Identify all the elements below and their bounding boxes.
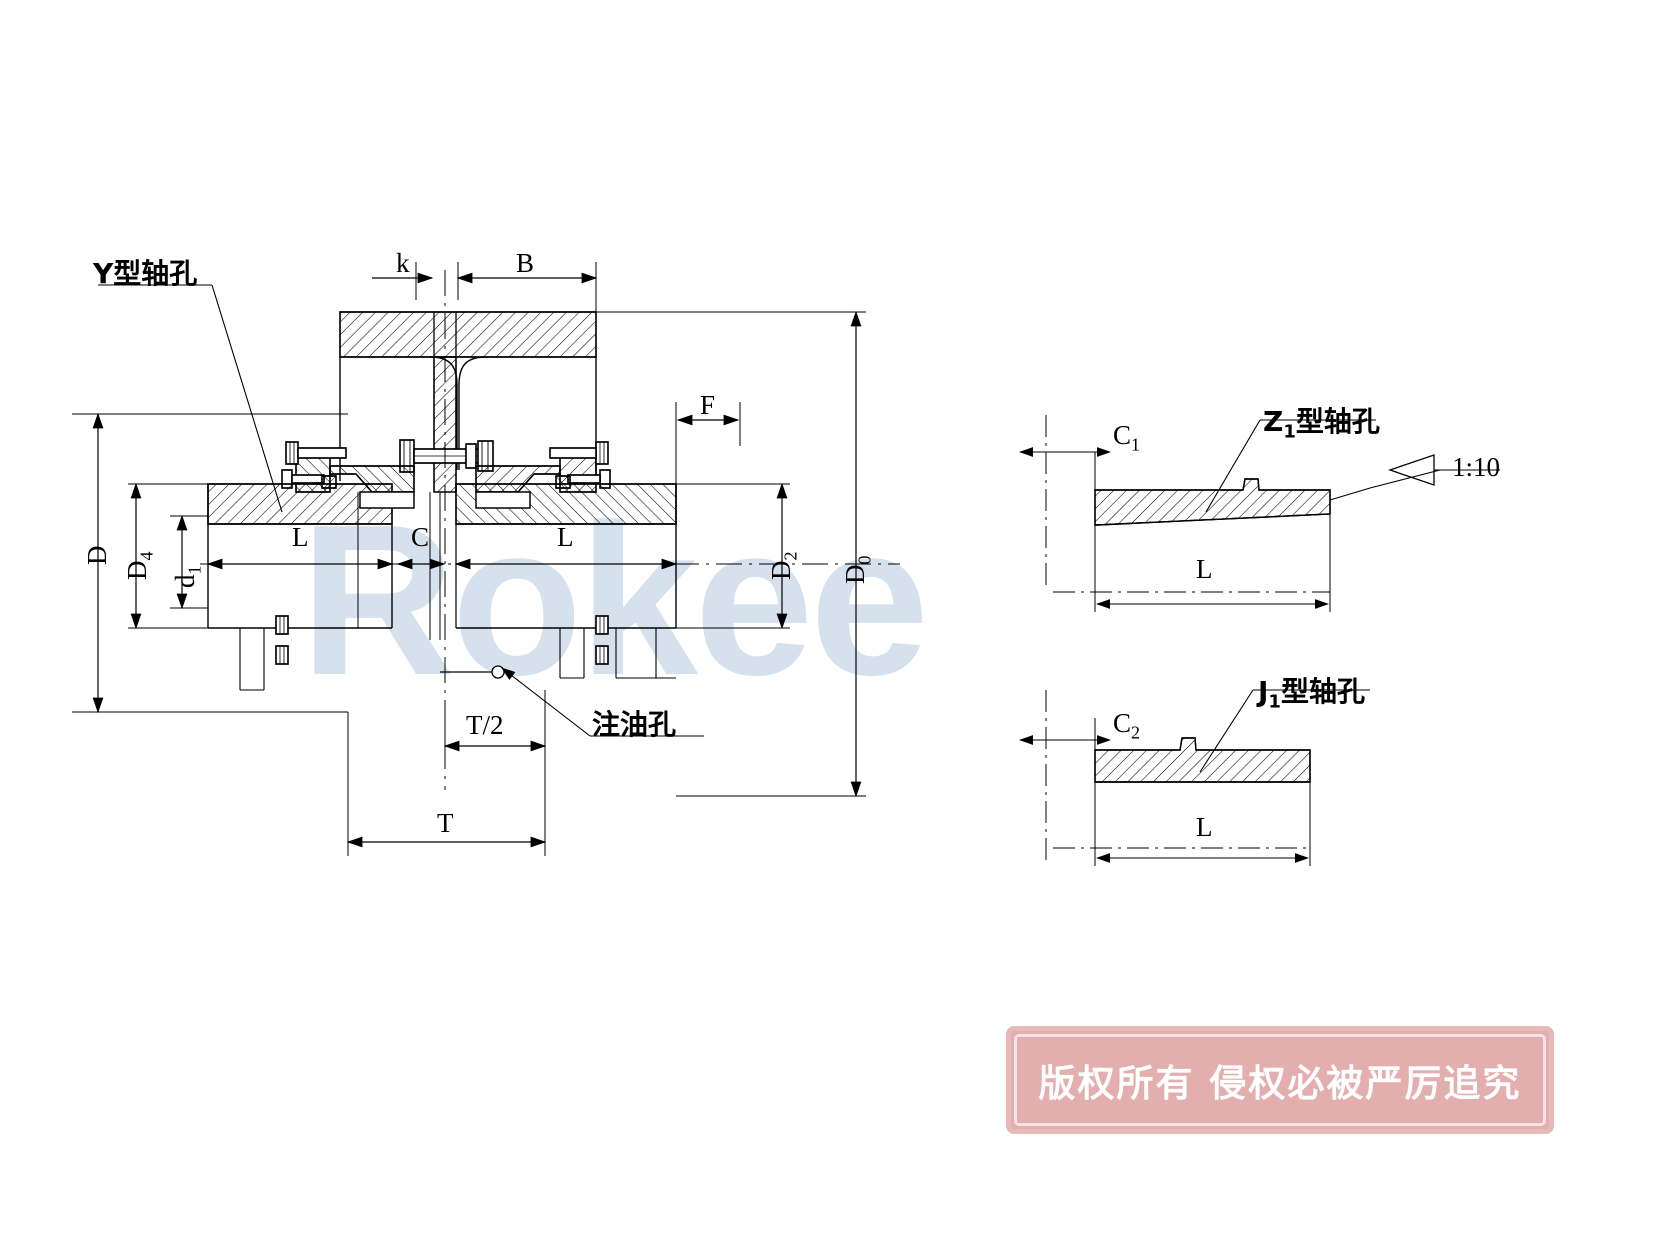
sleeve-top-hatch (339, 311, 597, 358)
dim-L-j1: L (1196, 812, 1213, 842)
left-sleeve-bolt-upper (285, 441, 347, 465)
dim-T-half: T/2 (466, 710, 504, 740)
label-oil-hole: 注油孔 (592, 708, 677, 741)
dim-B: B (516, 248, 535, 278)
dim-D4: D4 (122, 551, 157, 581)
banner-text: 版权所有 侵权必被严厉追究 (1038, 1062, 1522, 1105)
dim-L-right: L (557, 522, 574, 552)
dim-C: C (411, 522, 430, 552)
j1-bore-detail (1018, 689, 1370, 866)
dim-F: F (700, 390, 716, 420)
dim-k: k (396, 248, 410, 278)
dimension-lines-main (72, 262, 866, 856)
copyright-banner: 版权所有 侵权必被严厉追究 (1006, 1026, 1554, 1134)
label-y-bore: Y型轴孔 (93, 257, 198, 290)
flange-bolt-center (399, 439, 494, 473)
banner-frame-inner (1014, 1034, 1546, 1126)
dim-L-z1: L (1196, 554, 1213, 584)
right-sleeve-bolt-upper (549, 441, 609, 465)
banner-frame-outer (1006, 1026, 1554, 1134)
dim-C1: C1 (1113, 420, 1141, 455)
label-j1-bore: J1型轴孔 (1258, 675, 1365, 713)
taper-symbol (1387, 454, 1435, 486)
label-z1-bore: Z1型轴孔 (1263, 405, 1380, 443)
dim-L-left: L (292, 522, 309, 552)
dim-d1: d1 (170, 565, 205, 589)
z1-bore-detail (1018, 415, 1500, 612)
dim-D2: D2 (766, 551, 801, 581)
dim-T: T (437, 808, 454, 838)
dim-C2: C2 (1113, 708, 1141, 743)
lower-left-bolts (275, 615, 289, 665)
lower-right-bolts (595, 615, 609, 665)
dim-D0: D0 (840, 555, 875, 585)
dim-D: D (82, 545, 112, 566)
label-taper-ratio: 1:10 (1452, 452, 1501, 482)
